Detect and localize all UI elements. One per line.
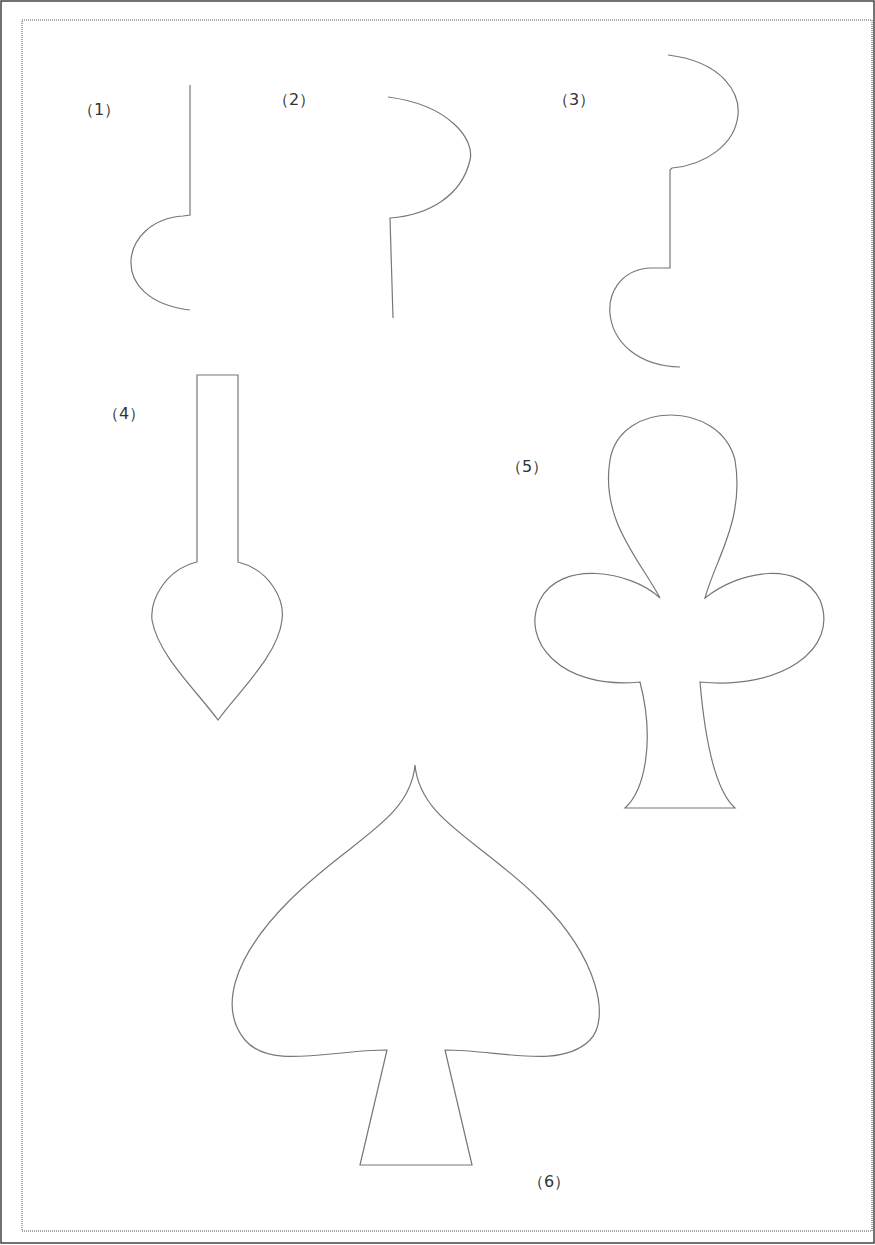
spade-shape (232, 765, 599, 1165)
curve-figure-3 (610, 55, 738, 367)
callout-number: （5） (506, 457, 548, 476)
callout-number: （6） (528, 1172, 570, 1191)
callout-number: （3） (553, 90, 595, 109)
callout-number: （1） (78, 100, 120, 119)
curve-figure-1 (131, 85, 190, 310)
club-shape (535, 415, 824, 808)
inner-frame (22, 20, 872, 1231)
callout-number: （2） (273, 90, 315, 109)
callout-number: （4） (103, 404, 145, 423)
stem-shape (152, 375, 283, 720)
curve-figure-2 (388, 97, 471, 318)
